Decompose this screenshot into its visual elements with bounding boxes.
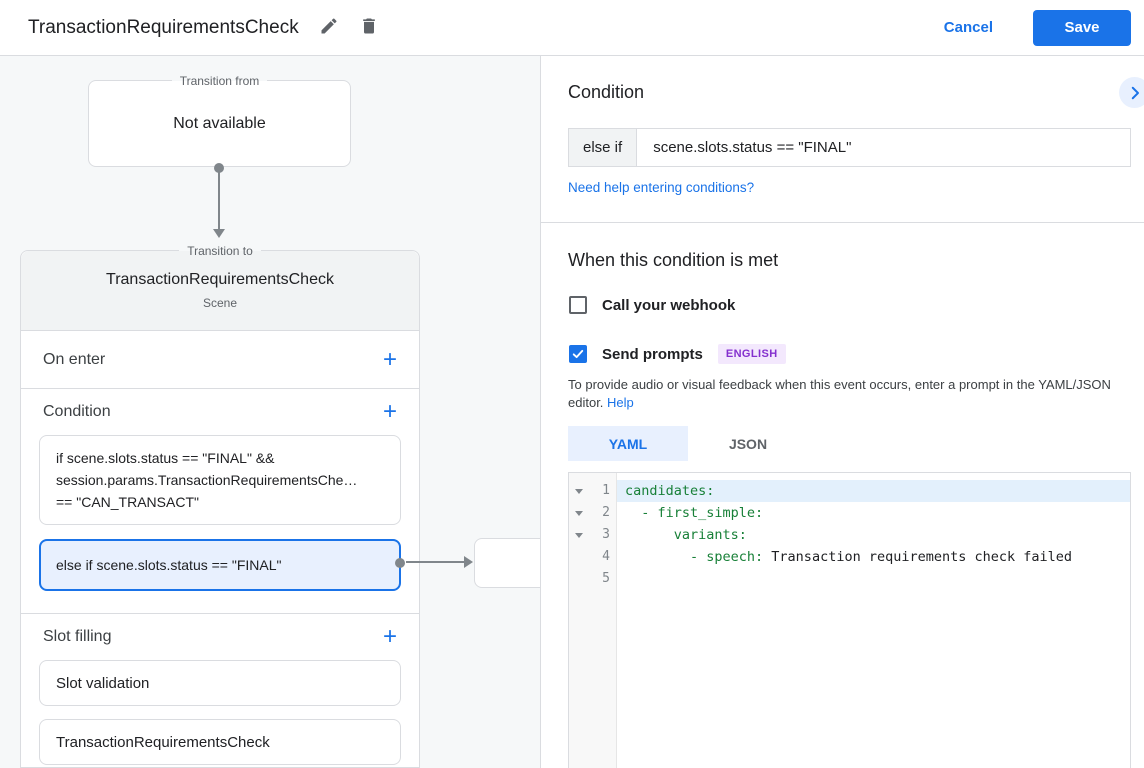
send-prompts-checkbox[interactable] xyxy=(569,345,587,363)
chevron-right-icon xyxy=(1126,84,1144,102)
line-number: 3 xyxy=(602,527,610,542)
slot-validation-box[interactable]: Slot validation xyxy=(39,660,401,706)
transition-to-card: Transition to TransactionRequirementsChe… xyxy=(20,244,420,768)
delete-scene-button[interactable] xyxy=(351,10,387,46)
condition-field: else if xyxy=(568,128,1131,167)
cancel-button[interactable]: Cancel xyxy=(943,19,993,36)
trash-icon xyxy=(359,16,379,39)
transition-to-label: Transition to xyxy=(21,242,419,260)
call-webhook-label: Call your webhook xyxy=(602,296,736,314)
call-webhook-checkbox[interactable] xyxy=(569,296,587,314)
condition-editor-panel: Condition else if Need help entering con… xyxy=(540,56,1144,768)
save-button[interactable]: Save xyxy=(1033,9,1131,46)
section-divider xyxy=(541,222,1144,223)
transition-target-node[interactable] xyxy=(474,538,540,588)
when-condition-met-heading: When this condition is met xyxy=(568,250,779,270)
pencil-icon xyxy=(319,16,339,39)
top-bar: TransactionRequirementsCheck Cancel Save xyxy=(0,0,1144,56)
scene-type: Scene xyxy=(202,296,238,310)
condition-box-if[interactable]: if scene.slots.status == "FINAL" && sess… xyxy=(39,435,401,525)
line-number: 1 xyxy=(602,483,610,498)
fold-arrow-icon[interactable] xyxy=(575,510,583,516)
editor-line[interactable]: 3 variants: xyxy=(569,524,1130,546)
check-icon xyxy=(571,347,585,361)
arrow-down-icon xyxy=(213,229,225,238)
line-number: 5 xyxy=(602,571,610,586)
connector-line-vertical xyxy=(218,168,220,230)
fold-arrow-icon[interactable] xyxy=(575,532,583,538)
tab-json[interactable]: JSON xyxy=(728,435,768,452)
yaml-prompt-editor[interactable]: 1 candidates: 2 - first_simple: 3 varian… xyxy=(568,472,1131,768)
send-prompts-row: Send prompts ENGLISH xyxy=(569,344,786,364)
collapse-panel-button[interactable] xyxy=(1119,77,1144,108)
panel-heading: Condition xyxy=(568,82,645,102)
line-number: 4 xyxy=(602,549,610,564)
on-enter-label: On enter xyxy=(43,350,106,368)
add-slot-button[interactable]: + xyxy=(382,623,397,650)
scene-card-header[interactable]: TransactionRequirementsCheck Scene xyxy=(21,251,419,331)
scene-flow-diagram: Transition from Not available Transition… xyxy=(0,56,540,768)
slot-filling-label: Slot filling xyxy=(43,628,112,645)
condition-section-label: Condition xyxy=(43,403,111,420)
tab-yaml[interactable]: YAML xyxy=(568,426,688,461)
on-enter-row: On enter + xyxy=(21,331,419,389)
edit-title-button[interactable] xyxy=(311,10,347,46)
fold-arrow-icon[interactable] xyxy=(575,488,583,494)
condition-prefix-label: else if xyxy=(569,129,638,166)
editor-line[interactable]: 1 candidates: xyxy=(569,480,1130,502)
transition-from-node[interactable]: Transition from Not available xyxy=(88,74,351,167)
editor-line[interactable]: 2 - first_simple: xyxy=(569,502,1130,524)
connector-dot xyxy=(395,558,405,568)
send-prompts-label: Send prompts xyxy=(602,345,703,363)
condition-section: Condition + if scene.slots.status == "FI… xyxy=(21,389,419,614)
prompt-help-link[interactable]: Help xyxy=(607,395,634,410)
language-badge: ENGLISH xyxy=(717,344,786,364)
condition-line: if scene.slots.status == "FINAL" && xyxy=(56,450,275,466)
condition-expression-input[interactable] xyxy=(637,129,1130,166)
prompt-description: To provide audio or visual feedback when… xyxy=(568,376,1124,412)
add-on-enter-button[interactable]: + xyxy=(382,345,397,373)
editor-format-tabs: YAML JSON xyxy=(568,426,808,461)
line-number: 2 xyxy=(602,505,610,520)
connector-line-horizontal xyxy=(406,561,464,563)
condition-line: else if scene.slots.status == "FINAL" xyxy=(56,557,282,573)
condition-help-link[interactable]: Need help entering conditions? xyxy=(568,180,755,195)
add-condition-button[interactable]: + xyxy=(382,398,397,425)
prompt-description-text: To provide audio or visual feedback when… xyxy=(568,377,1111,410)
condition-line: == "CAN_TRANSACT" xyxy=(56,494,199,510)
editor-gutter xyxy=(569,473,617,768)
editor-line[interactable]: 5 xyxy=(569,568,1130,590)
condition-box-elseif-selected[interactable]: else if scene.slots.status == "FINAL" xyxy=(39,539,405,591)
transition-from-value: Not available xyxy=(173,114,266,132)
webhook-row: Call your webhook xyxy=(569,296,735,314)
slot-trc-box[interactable]: TransactionRequirementsCheck xyxy=(39,719,401,765)
condition-line: session.params.TransactionRequirementsCh… xyxy=(56,472,358,488)
scene-name: TransactionRequirementsCheck xyxy=(106,271,334,288)
editor-line[interactable]: 4 - speech: Transaction requirements che… xyxy=(569,546,1130,568)
slot-filling-section: Slot filling + Slot validation Transacti… xyxy=(21,614,419,765)
page-title: TransactionRequirementsCheck xyxy=(28,16,299,38)
transition-from-label: Transition from xyxy=(89,72,350,90)
arrow-right-icon xyxy=(464,556,473,568)
